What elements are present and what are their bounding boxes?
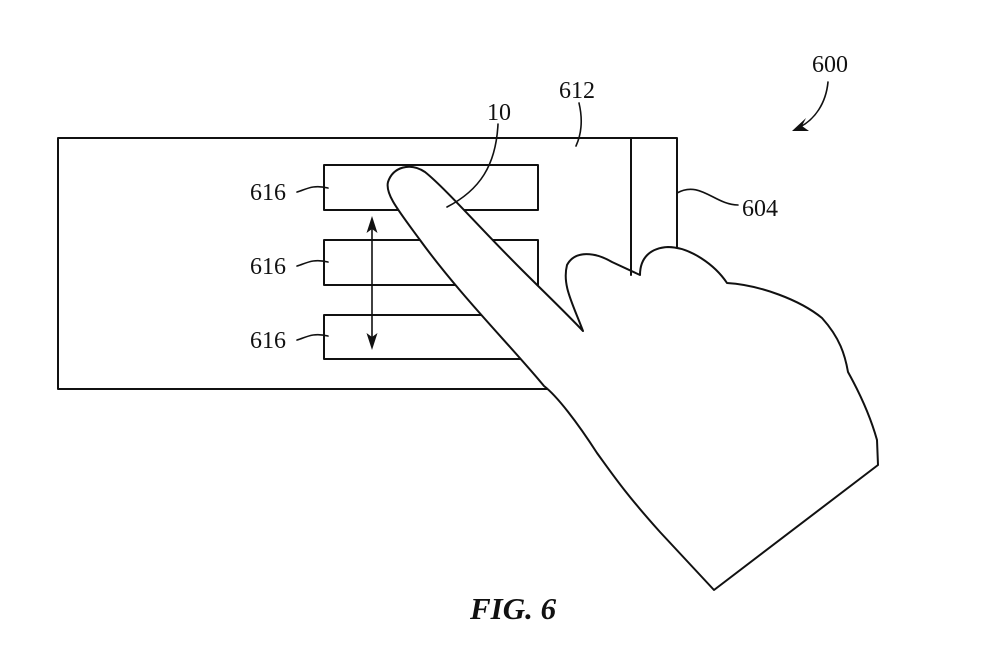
scroll-arrow-icon	[366, 216, 378, 350]
figure-caption: FIG. 6	[469, 591, 557, 626]
hand-finger-10	[386, 165, 879, 591]
leader-line-616-middle	[296, 259, 329, 267]
ref-label-612: 612	[559, 78, 595, 104]
ref-label-600: 600	[812, 52, 848, 78]
leader-line-612	[575, 102, 582, 147]
ref-label-616-top: 616	[250, 180, 286, 206]
ref-label-604: 604	[742, 196, 778, 222]
ref-label-10: 10	[487, 100, 511, 126]
leader-arrow-600	[792, 81, 829, 131]
leader-line-604	[676, 188, 739, 206]
leader-line-10	[446, 123, 499, 208]
ref-label-616-bottom: 616	[250, 328, 286, 354]
ref-label-616-middle: 616	[250, 254, 286, 280]
leader-line-616-top	[296, 185, 329, 193]
leader-line-616-bottom	[296, 333, 329, 341]
